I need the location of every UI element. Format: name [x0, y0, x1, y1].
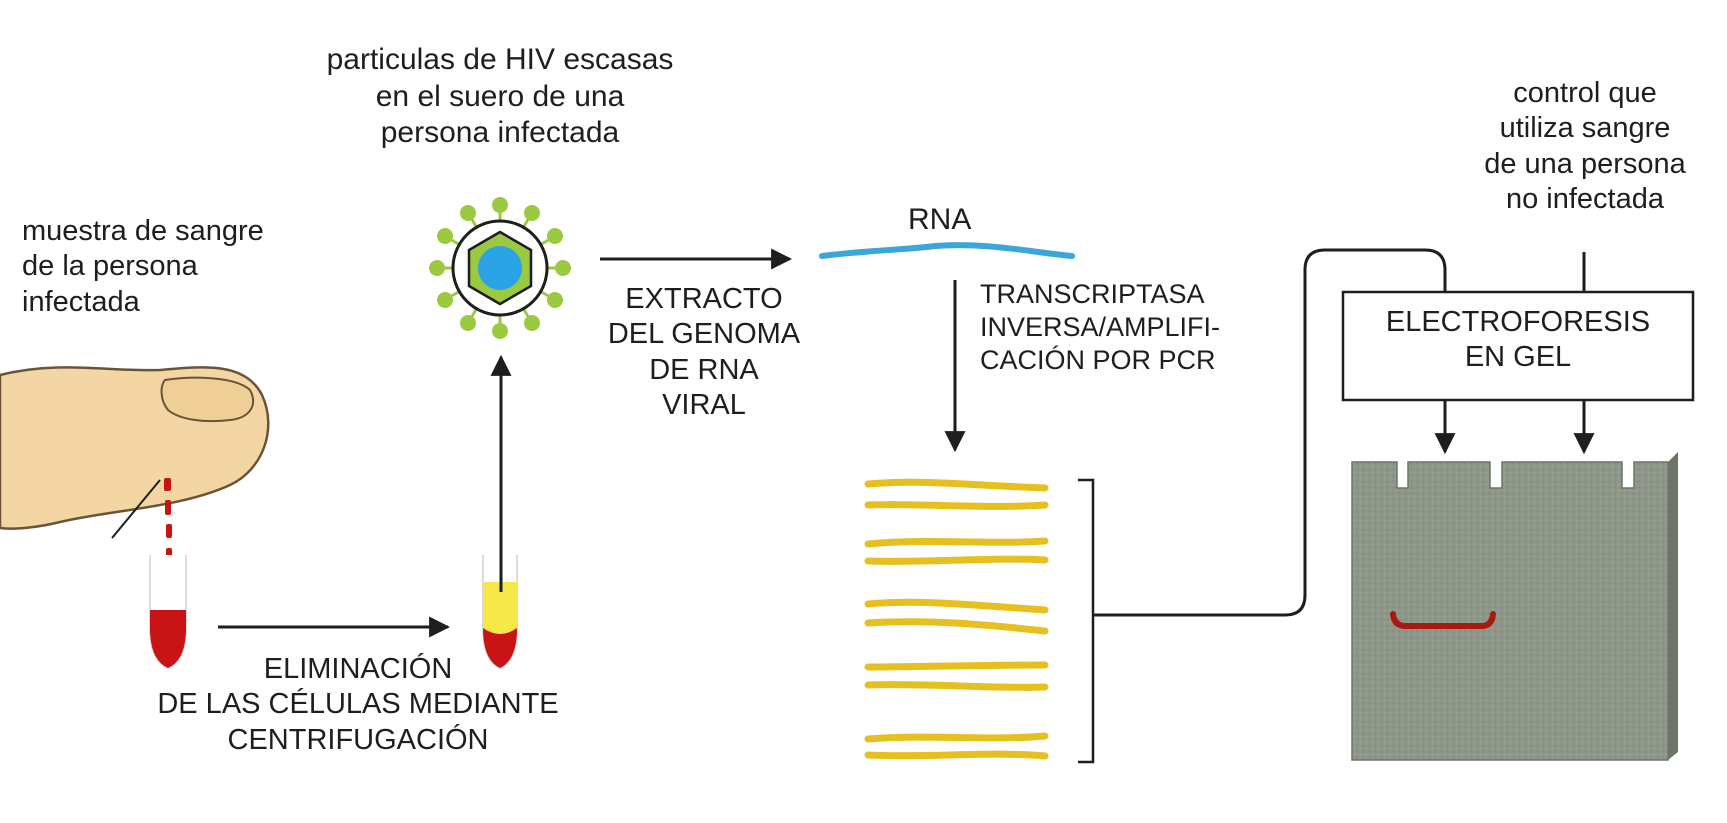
hiv-particle-icon — [429, 197, 571, 339]
serum-tube — [482, 555, 518, 669]
amplified-dna-copies — [864, 478, 1049, 760]
blood-tube — [149, 555, 187, 669]
rt-pcr-label: TRANSCRIPTASA INVERSA/AMPLIFI- CACIÓN PO… — [980, 279, 1221, 375]
finger-illustration — [0, 366, 270, 530]
pointer-line — [111, 479, 161, 539]
electrophoresis-box — [1341, 290, 1695, 402]
electrophoresis-label: ELECTROFORESIS EN GEL — [1385, 306, 1651, 374]
dna-bracket — [1078, 478, 1095, 764]
blood-sample-label: muestra de sangre de la persona infectad… — [22, 215, 264, 318]
rna-strand — [819, 242, 1075, 259]
sample-transfer-line — [1093, 248, 1447, 617]
gel-band — [1390, 611, 1496, 629]
genome-extract-label: EXTRACTO DEL GENOMA DE RNA VIRAL — [607, 283, 801, 422]
rna-label: RNA — [908, 203, 972, 236]
hiv-particles-label: particulas de HIV escasas en el suero de… — [326, 43, 674, 150]
gel-slab — [1351, 452, 1678, 761]
cell-removal-label: ELIMINACIÓN DE LAS CÉLULAS MEDIANTE CENT… — [157, 653, 559, 756]
control-label: control que utiliza sangre de una person… — [1484, 77, 1686, 216]
